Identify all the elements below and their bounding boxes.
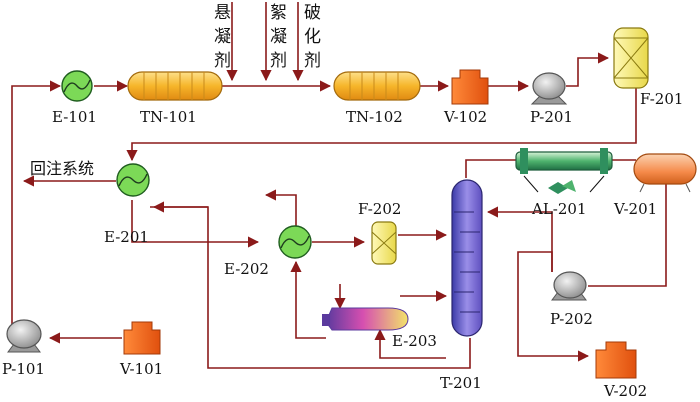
- tank-v202[interactable]: [595, 341, 637, 379]
- additive-labels: 悬 凝 剂 絮 凝 剂 破 化 剂: [214, 3, 321, 71]
- additive-1-char-2: 凝: [214, 27, 231, 47]
- pipe-e202-vent: [264, 189, 297, 226]
- label-t201: T-201: [440, 374, 482, 392]
- label-e101: E-101: [52, 108, 97, 126]
- additive-3-char-3: 剂: [304, 51, 321, 71]
- label-f201: F-201: [640, 90, 683, 108]
- pipe-p202-to-v202: [517, 251, 590, 362]
- label-e201: E-201: [104, 228, 149, 246]
- label-al201: AL-201: [531, 200, 587, 218]
- pipe-f201-to-e201: [126, 88, 637, 162]
- label-tn101: TN-101: [140, 108, 197, 126]
- pump-p201[interactable]: [530, 72, 568, 105]
- label-e203: E-203: [392, 332, 437, 350]
- cooler-al201[interactable]: [515, 148, 613, 194]
- exchanger-e201[interactable]: [116, 163, 150, 197]
- pipe-t201-to-e203: [374, 328, 446, 359]
- label-v202: V-202: [603, 382, 647, 400]
- label-tn102: TN-102: [346, 108, 403, 126]
- label-v102: V-102: [443, 108, 487, 126]
- pipe-t201-bottom-to-e201: [207, 242, 471, 369]
- additive-2-char-3: 剂: [270, 51, 287, 71]
- exchanger-e202[interactable]: [278, 225, 312, 259]
- label-reinjection: 回注系统: [30, 159, 94, 178]
- pipe-v201-to-p202: [588, 184, 667, 287]
- pipe-t201-overhead: [465, 159, 516, 178]
- reactor-tn102[interactable]: [333, 71, 421, 101]
- pipe-e202-to-e201: [150, 206, 209, 242]
- additive-2-char-1: 絮: [270, 3, 287, 23]
- pump-p101[interactable]: [6, 319, 42, 353]
- additive-3-char-1: 破: [304, 3, 321, 23]
- label-v201: V-201: [613, 200, 657, 218]
- filter-f201[interactable]: [613, 27, 649, 89]
- tank-v102[interactable]: [451, 69, 489, 105]
- pipes: [11, 2, 667, 369]
- reactor-tn101[interactable]: [127, 71, 223, 101]
- pipe-p201-to-f201: [566, 52, 610, 87]
- label-p101: P-101: [2, 360, 45, 378]
- reboiler-e203[interactable]: [322, 307, 409, 331]
- label-p201: P-201: [530, 108, 573, 126]
- tank-v101[interactable]: [123, 321, 161, 355]
- additive-1-char-3: 剂: [214, 51, 231, 71]
- label-f202: F-202: [358, 200, 401, 218]
- label-p202: P-202: [550, 310, 593, 328]
- pipe-p101-to-e101: [11, 80, 62, 338]
- label-v101: V-101: [119, 360, 163, 378]
- column-t201[interactable]: [451, 179, 483, 337]
- filter-f202[interactable]: [371, 221, 397, 265]
- additive-3-char-2: 化: [304, 27, 321, 47]
- additive-1-char-1: 悬: [214, 3, 231, 23]
- pipe-p202-to-t201: [486, 206, 553, 272]
- label-e202: E-202: [224, 260, 269, 278]
- pipe-column-loop: [131, 200, 260, 248]
- exchanger-e101[interactable]: [61, 70, 93, 102]
- pipe-e203-to-e202: [290, 260, 326, 339]
- pump-p202[interactable]: [551, 271, 587, 301]
- additive-2-char-2: 凝: [270, 27, 287, 47]
- vessel-v201[interactable]: [633, 153, 697, 193]
